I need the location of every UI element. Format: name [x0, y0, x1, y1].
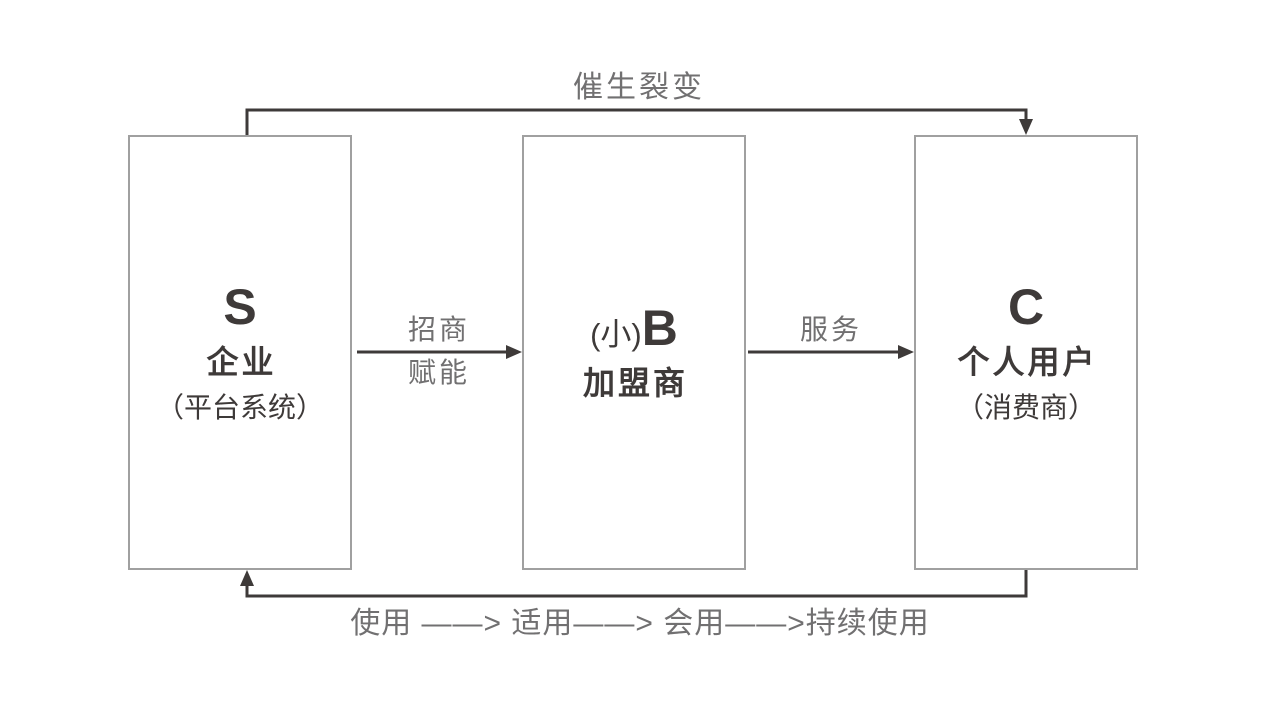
box-s-letter: S — [223, 278, 257, 335]
box-c-consumer: C 个人用户 （消费商） — [914, 135, 1138, 570]
arrow-bottom-head-up-icon — [240, 570, 254, 586]
box-b-letter: B — [641, 300, 678, 357]
box-b-letter-prefix: (小) — [590, 317, 642, 353]
arrow-s-to-b-head-right-icon — [506, 345, 522, 359]
label-bottom-arrow: 使用 ——> 适用——> 会用——>持续使用 — [350, 607, 930, 640]
arrow-s-to-b — [357, 345, 522, 359]
box-c-letter: C — [1007, 278, 1045, 335]
box-c-name: 个人用户 — [957, 343, 1098, 380]
box-s-subtitle: （平台系统） — [155, 391, 324, 423]
box-b-letter-row: (小) B — [590, 303, 678, 353]
box-s-enterprise: S 企业 （平台系统） — [128, 135, 352, 570]
label-s-to-b-line2: 赋能 — [407, 357, 470, 388]
arrow-b-to-c-head-right-icon — [898, 345, 914, 359]
arrow-top-head-down-icon — [1019, 119, 1033, 135]
label-s-to-b-line1: 招商 — [407, 314, 470, 345]
arrow-bottom-line — [245, 567, 1028, 598]
box-c-letter-row: C — [1008, 282, 1044, 332]
label-b-to-c: 服务 — [799, 314, 862, 345]
box-c-subtitle: （消费商） — [955, 391, 1096, 423]
box-s-name: 企业 — [206, 343, 277, 380]
arrow-top-line — [245, 108, 1028, 137]
arrow-top-s-to-c — [245, 108, 1033, 137]
arrow-bottom-c-to-s — [240, 567, 1028, 598]
box-s-letter-row: S — [223, 282, 256, 332]
box-b-franchisee: (小) B 加盟商 — [522, 135, 746, 570]
box-b-name: 加盟商 — [582, 365, 688, 402]
label-top-arrow: 催生裂变 — [573, 71, 705, 104]
arrow-b-to-c — [748, 345, 914, 359]
